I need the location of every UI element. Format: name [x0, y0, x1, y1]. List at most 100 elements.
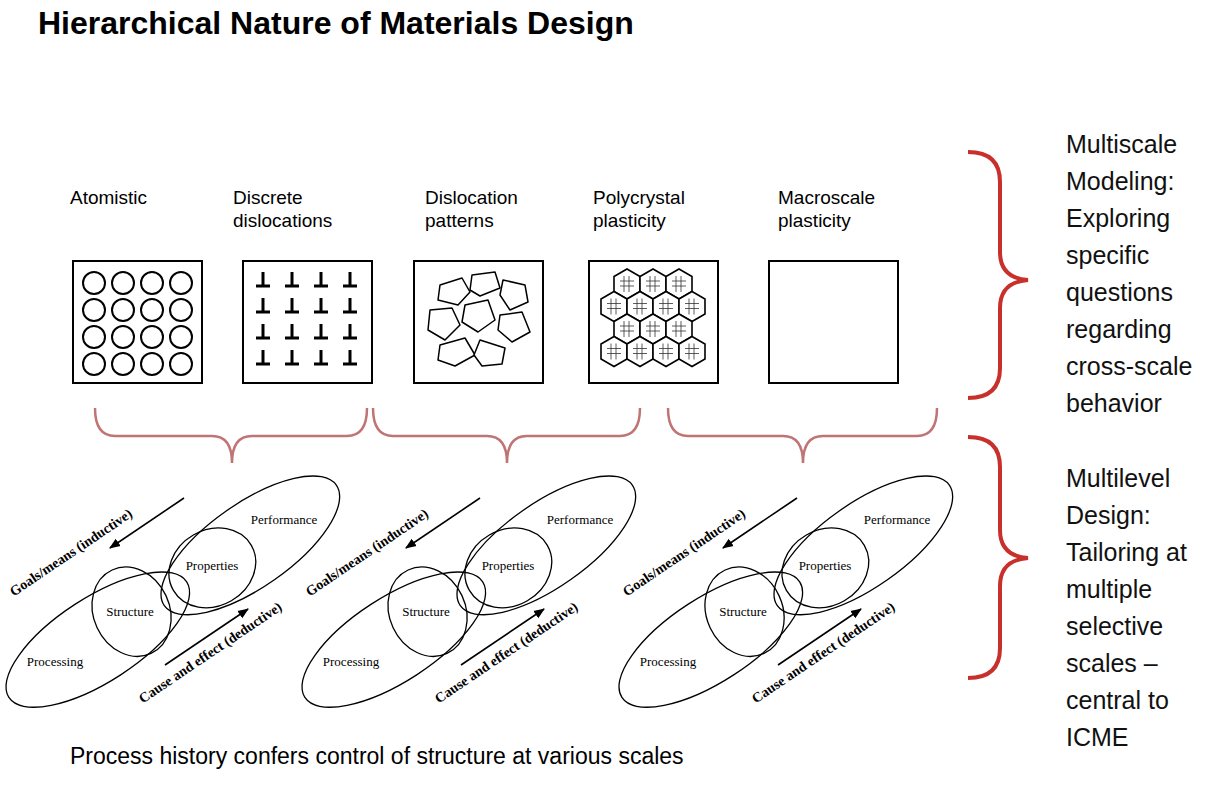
concept-ellipse: Structure — [89, 564, 174, 659]
scale-box — [413, 260, 544, 384]
dislocation-symbols — [314, 272, 328, 286]
atom-lattice — [112, 353, 134, 375]
concept-ellipse: Structure — [702, 564, 787, 659]
ellipse-label: Processing — [640, 654, 696, 669]
diagram-caption-holder: Process history confers control of struc… — [70, 742, 684, 770]
ellipse-outline — [282, 547, 506, 733]
atom-lattice — [112, 272, 134, 294]
dislocation-symbols — [285, 350, 299, 364]
grain-hexagons — [627, 337, 653, 367]
side-note: Multiscale Modeling: Exploring specific … — [1066, 126, 1216, 422]
ellipse-outline — [374, 554, 482, 669]
scale-heading: Dislocation patterns — [425, 186, 565, 232]
scale-box — [768, 260, 899, 384]
atom-lattice — [112, 326, 134, 348]
concept-ellipse: Performance — [771, 473, 956, 618]
atom-lattice — [170, 272, 192, 294]
grain-hexagons — [601, 337, 627, 367]
dislocation-symbols — [314, 324, 328, 338]
dislocation-cells — [498, 312, 530, 342]
ellipse-outline — [753, 450, 973, 639]
scale-bracket — [668, 408, 937, 463]
ellipse-outline — [599, 547, 823, 733]
scale-bracket — [373, 408, 640, 463]
arrow-label-holder: Goals/means (inductive) — [16, 583, 160, 600]
dislocation-cells — [428, 308, 460, 340]
dislocation-symbols — [256, 324, 270, 338]
ellipse-label: Performance — [864, 512, 930, 527]
arrow-label-holder: Cause and effect (deductive) — [758, 690, 927, 707]
scale-bracket — [95, 408, 367, 463]
side-bracket — [968, 152, 1028, 678]
ellipse-label: Processing — [323, 654, 379, 669]
scale-box — [588, 260, 719, 384]
ellipse-outline — [454, 473, 639, 618]
side-note-holder: Multiscale Modeling: Exploring specific … — [1066, 126, 1216, 422]
scale-heading: Macroscale plasticity — [778, 186, 918, 232]
dislocation-cells — [474, 340, 505, 366]
arrow-label: Goals/means (inductive) — [619, 505, 748, 600]
ellipse-outline — [691, 554, 799, 669]
concept-ellipse: Structure — [385, 564, 470, 659]
arrow-label: Cause and effect (deductive) — [135, 598, 285, 707]
scale-heading: Polycrystal plasticity — [593, 186, 733, 232]
atom-lattice — [112, 299, 134, 321]
side-bracket — [968, 437, 1028, 678]
scale-panel: Dislocation patterns — [413, 186, 544, 384]
dislocation-cells — [470, 272, 500, 296]
atom-lattice — [83, 353, 105, 375]
atom-lattice — [170, 299, 192, 321]
dislocation-symbols — [256, 298, 270, 312]
dislocation-symbols — [256, 272, 357, 364]
grain-hexagons — [601, 269, 705, 367]
ellipse-label: Performance — [251, 512, 317, 527]
dislocation-symbols — [285, 324, 299, 338]
scale-panel: Macroscale plasticity — [768, 186, 899, 384]
arrow-label: Goals/means (inductive) — [6, 505, 135, 600]
dislocation-symbols — [256, 272, 270, 286]
scale-panel: Polycrystal plasticity — [588, 186, 719, 384]
arrow-label-holder: Cause and effect (deductive) — [441, 690, 610, 707]
atom-lattice — [170, 326, 192, 348]
side-bracket — [968, 152, 1028, 398]
dislocation-symbols — [285, 298, 299, 312]
dislocation-cells — [438, 338, 475, 366]
scale-panel: Atomistic — [72, 186, 203, 384]
dislocation-symbols — [343, 350, 357, 364]
atom-lattice — [141, 353, 163, 375]
scale-heading: Atomistic — [70, 186, 210, 209]
atom-lattice — [141, 326, 163, 348]
concept-ellipse: Performance — [454, 473, 639, 618]
grain-hexagons — [679, 337, 705, 367]
dislocation-symbols — [343, 298, 357, 312]
arrow-label: Cause and effect (deductive) — [748, 598, 898, 707]
ellipse-outline — [436, 450, 656, 639]
diagram-title-holder: Hierarchical Nature of Materials Design — [38, 4, 634, 42]
diagram-caption: Process history confers control of struc… — [70, 742, 684, 770]
scale-bracket — [95, 408, 937, 463]
ellipse-label: Properties — [799, 558, 852, 573]
ellipse-label: Structure — [719, 604, 767, 619]
ellipse-label: Processing — [27, 654, 83, 669]
arrow-label-holder: Goals/means (inductive) — [629, 583, 773, 600]
arrow-label-holder: Goals/means (inductive) — [312, 583, 456, 600]
dislocation-symbols — [256, 350, 270, 364]
arrow-label: Goals/means (inductive) — [302, 505, 431, 600]
atom-lattice — [83, 272, 192, 375]
diagram-title: Hierarchical Nature of Materials Design — [38, 4, 634, 42]
ellipse-label: Structure — [106, 604, 154, 619]
dislocation-cells — [428, 272, 530, 366]
ellipse-outline — [767, 513, 883, 624]
dislocation-cells — [500, 280, 528, 310]
atom-lattice — [141, 299, 163, 321]
atom-lattice — [83, 326, 105, 348]
scale-box — [72, 260, 203, 384]
ellipse-label: Properties — [482, 558, 535, 573]
side-note-holder: Multilevel Design: Tailoring at multiple… — [1066, 460, 1216, 756]
dislocation-cells — [438, 278, 470, 305]
ellipse-outline — [78, 554, 186, 669]
atom-lattice — [83, 272, 105, 294]
dislocation-cells — [462, 300, 495, 332]
ellipse-outline — [771, 473, 956, 618]
